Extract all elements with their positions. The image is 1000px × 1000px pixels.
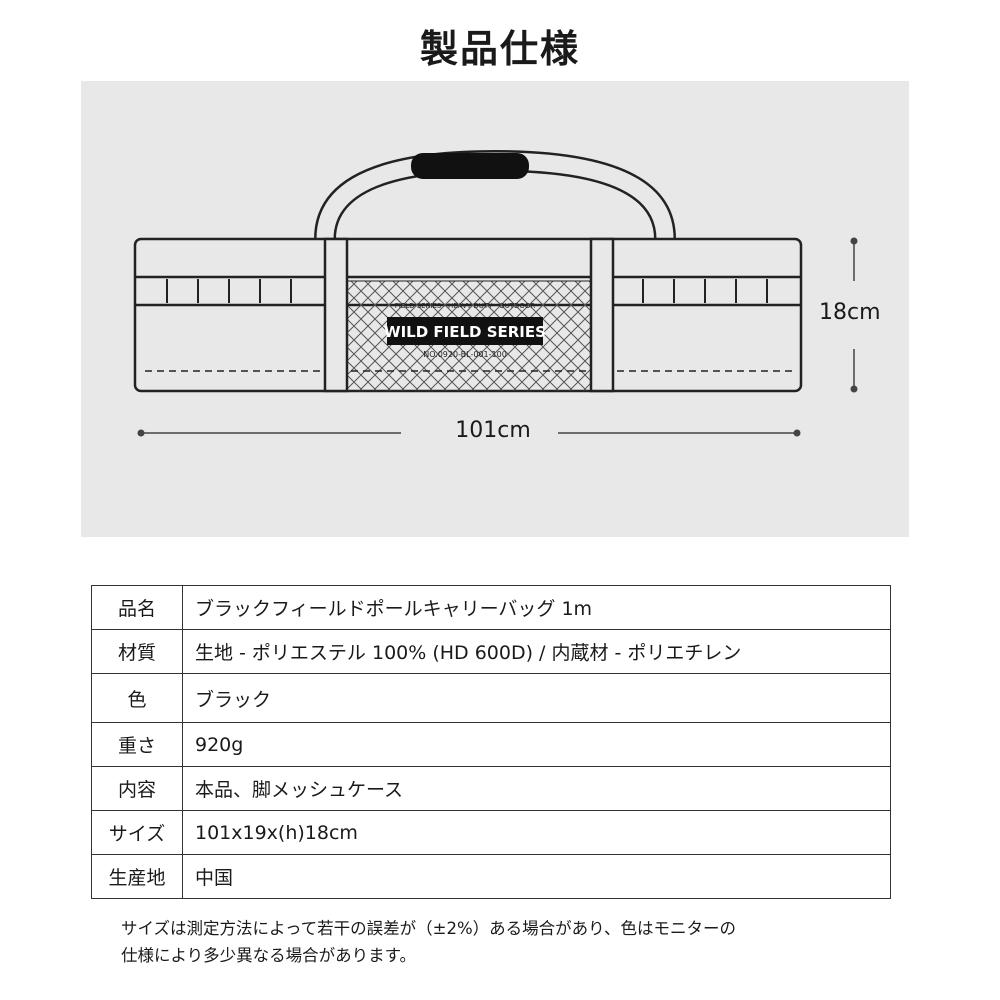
note-line: 仕様により多少異なる場合があります。 bbox=[121, 946, 417, 965]
note-line: サイズは測定方法によって若干の誤差が（±2%）ある場合があり、色はモニターの bbox=[121, 919, 737, 938]
bag-logo-text: WILD FIELD SERIES bbox=[384, 323, 546, 341]
page-title: 製品仕様 bbox=[419, 27, 580, 71]
disclaimer-note: サイズは測定方法によって若干の誤差が（±2%）ある場合があり、色はモニターの 仕… bbox=[121, 915, 881, 969]
table-row: 生産地 中国 bbox=[91, 854, 891, 899]
table-row: 色 ブラック bbox=[91, 673, 891, 723]
spec-key: サイズ bbox=[91, 810, 183, 855]
spec-value: 中国 bbox=[182, 854, 891, 899]
table-row: 品名 ブラックフィールドポールキャリーバッグ 1m bbox=[91, 585, 891, 630]
handle-grip bbox=[411, 153, 529, 179]
spec-value: ブラックフィールドポールキャリーバッグ 1m bbox=[182, 585, 891, 630]
table-row: 重さ 920g bbox=[91, 722, 891, 767]
spec-value: 本品、脚メッシュケース bbox=[182, 766, 891, 811]
spec-value: 101x19x(h)18cm bbox=[182, 810, 891, 855]
bag-bottom-text: NO.0920-BL-001-100 bbox=[423, 350, 507, 359]
spec-key: 品名 bbox=[91, 585, 183, 630]
table-row: 内容 本品、脚メッシュケース bbox=[91, 766, 891, 811]
spec-key: 生産地 bbox=[91, 854, 183, 899]
width-label: 101cm bbox=[428, 418, 558, 443]
product-diagram: WILD FIELD SERIES FIELD SERIES · HEAVY D… bbox=[81, 81, 909, 537]
spec-value: 生地 - ポリエステル 100% (HD 600D) / 内蔵材 - ポリエチレ… bbox=[182, 629, 891, 674]
spec-key: 内容 bbox=[91, 766, 183, 811]
height-label: 18cm bbox=[819, 300, 881, 325]
bag-illustration: WILD FIELD SERIES FIELD SERIES · HEAVY D… bbox=[133, 149, 858, 437]
spec-value: ブラック bbox=[182, 673, 891, 723]
table-row: サイズ 101x19x(h)18cm bbox=[91, 810, 891, 855]
spec-key: 色 bbox=[91, 673, 183, 723]
spec-value: 920g bbox=[182, 722, 891, 767]
spec-key: 重さ bbox=[91, 722, 183, 767]
spec-key: 材質 bbox=[91, 629, 183, 674]
spec-table: 品名 ブラックフィールドポールキャリーバッグ 1m 材質 生地 - ポリエステル… bbox=[91, 585, 891, 899]
bag-top-text: FIELD SERIES · HEAVY DUTY · OUTDOOR bbox=[395, 302, 536, 310]
table-row: 材質 生地 - ポリエステル 100% (HD 600D) / 内蔵材 - ポリ… bbox=[91, 629, 891, 674]
